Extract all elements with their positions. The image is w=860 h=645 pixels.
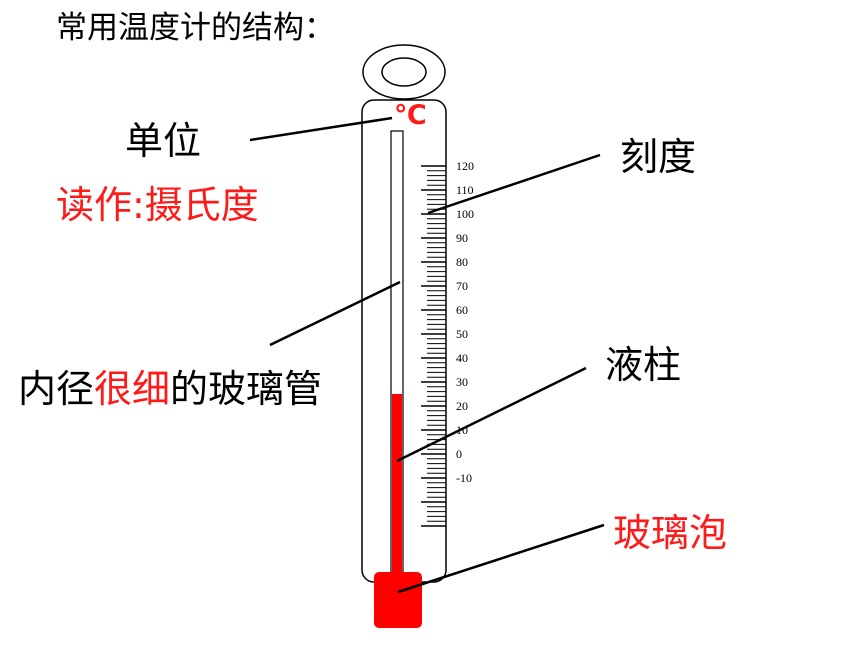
glass-bulb <box>374 572 422 628</box>
scale-tick-label: 80 <box>456 255 468 269</box>
scale-tick-label: 120 <box>456 159 474 173</box>
glass-tube-label-suffix: 的玻璃管 <box>170 367 323 411</box>
read-as-label: 读作:摄氏度 <box>56 183 259 227</box>
glass-tube-label: 内径很细的玻璃管 <box>18 358 322 413</box>
column-pointer-line <box>396 366 587 463</box>
unit-pointer-line <box>249 116 393 142</box>
scale-tick-label: 0 <box>456 447 462 461</box>
scale-tick-label: 100 <box>456 207 474 221</box>
bulb-pointer-line <box>397 523 605 594</box>
scale-tick-label: 110 <box>456 183 474 197</box>
celsius-symbol: ℃ <box>394 100 427 130</box>
thermometer-body <box>361 99 447 583</box>
scale-label: 刻度 <box>620 135 697 179</box>
liquid-column <box>392 394 402 576</box>
scale-tick-label: -10 <box>456 471 472 485</box>
hanging-ring-inner <box>381 57 427 87</box>
unit-label: 单位 <box>125 119 202 163</box>
tube-pointer-line <box>269 280 401 347</box>
glass-tube-label-highlight: 很细 <box>94 367 171 411</box>
scale-tick-label: 20 <box>456 399 468 413</box>
scale-tick-label: 60 <box>456 303 468 317</box>
scale-tick-label: 50 <box>456 327 468 341</box>
scale-pointer-line <box>427 153 601 215</box>
hanging-ring-outer <box>362 44 446 100</box>
page-title: 常用温度计的结构： <box>56 10 335 46</box>
scale-tick-label: 40 <box>456 351 468 365</box>
scale-tick-label: 70 <box>456 279 468 293</box>
liquid-column-label: 液柱 <box>605 343 682 387</box>
scale-tick-label: 30 <box>456 375 468 389</box>
glass-tube-label-prefix: 内径 <box>18 367 95 411</box>
scale-tick-label: 90 <box>456 231 468 245</box>
glass-bulb-label: 玻璃泡 <box>613 511 728 555</box>
